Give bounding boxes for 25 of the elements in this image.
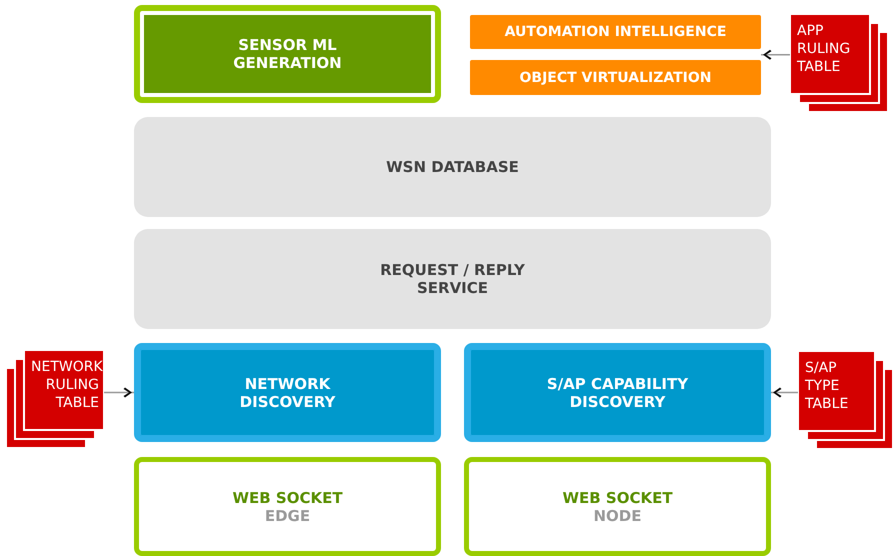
layer-label: WEB SOCKET bbox=[232, 488, 343, 506]
layer-label: S/AP CAPABILITY DISCOVERY bbox=[546, 374, 690, 410]
layer-label: SENSOR ML GENERATION bbox=[232, 36, 343, 72]
stacked-table-card bbox=[798, 351, 893, 449]
layer-label: EDGE bbox=[264, 506, 310, 524]
layer-label: WSN DATABASE bbox=[386, 158, 519, 176]
virtualization-bar bbox=[470, 60, 761, 95]
stacked-table-card bbox=[6, 350, 104, 448]
discovery-box bbox=[134, 343, 441, 442]
automation-bar bbox=[470, 15, 761, 49]
table-label: S/AP TYPE TABLE bbox=[805, 359, 850, 413]
database-layer bbox=[134, 117, 771, 217]
socket-box bbox=[134, 457, 441, 556]
socket-box bbox=[464, 457, 771, 556]
sensor-ml-box bbox=[134, 5, 441, 103]
layer-label: NODE bbox=[593, 506, 642, 524]
layer-label: NETWORK DISCOVERY bbox=[238, 374, 336, 410]
service-layer bbox=[134, 229, 771, 329]
discovery-box bbox=[464, 343, 771, 442]
layer-label: REQUEST / REPLY SERVICE bbox=[379, 261, 526, 297]
stacked-table-card bbox=[790, 14, 888, 112]
layer-label: AUTOMATION INTELLIGENCE bbox=[504, 23, 726, 41]
layer-label: WEB SOCKET bbox=[562, 488, 673, 506]
table-label: APP RULING TABLE bbox=[797, 22, 852, 76]
layer-label: OBJECT VIRTUALIZATION bbox=[520, 68, 712, 86]
